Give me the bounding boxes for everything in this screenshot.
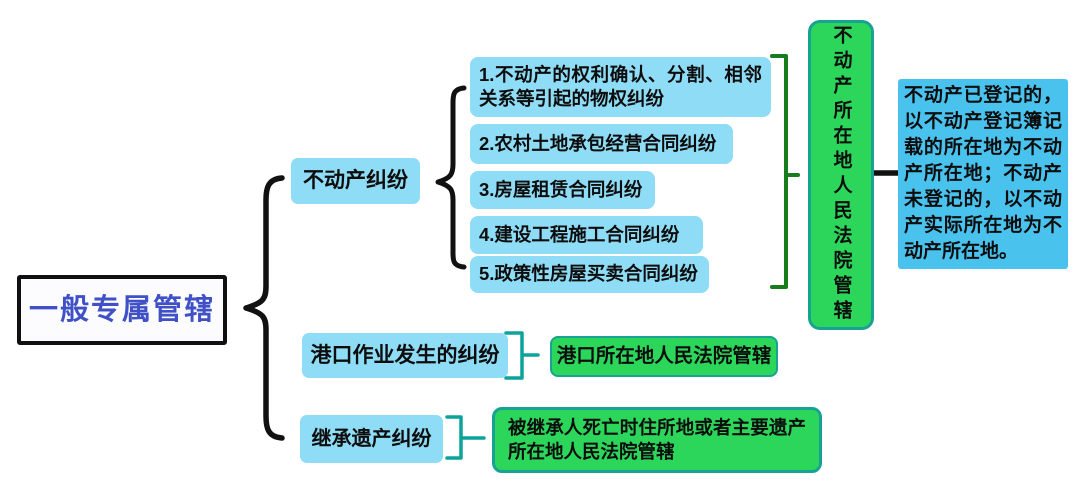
- dispute-item-construction: 4.建设工程施工合同纠纷: [470, 216, 703, 254]
- branch-node-real-estate: 不动产纠纷: [291, 158, 420, 204]
- court-node-real-estate: 不动产所在地人民法院管辖: [808, 20, 874, 330]
- root-node: 一般专属管辖: [17, 275, 227, 345]
- court-node-port: 港口所在地人民法院管辖: [550, 336, 778, 377]
- real-estate-location-note: 不动产已登记的，以不动产登记簿记载的所在地为不动产所在地；不动产未登记的，以不动…: [898, 79, 1068, 269]
- court-node-inheritance: 被继承人死亡时住所地或者主要遗产所在地人民法院管辖: [492, 407, 822, 473]
- real-estate-court-bracket: [770, 54, 800, 289]
- port-court-bracket: [504, 331, 540, 380]
- dispute-item-property-rights: 1.不动产的权利确认、分割、相邻关系等引起的物权纠纷: [470, 57, 771, 117]
- dispute-item-rural-land-contract: 2.农村土地承包经营合同纠纷: [470, 124, 733, 164]
- branch-node-port: 港口作业发生的纠纷: [302, 333, 508, 378]
- dispute-item-policy-housing: 5.政策性房屋买卖合同纠纷: [470, 256, 709, 293]
- root-curly-brace: [243, 175, 285, 441]
- branch-node-inheritance: 继承遗产纠纷: [300, 415, 443, 463]
- dispute-item-house-lease: 3.房屋租赁合同纠纷: [470, 171, 655, 209]
- inheritance-court-bracket: [445, 415, 486, 460]
- real-estate-curly-brace: [435, 85, 467, 270]
